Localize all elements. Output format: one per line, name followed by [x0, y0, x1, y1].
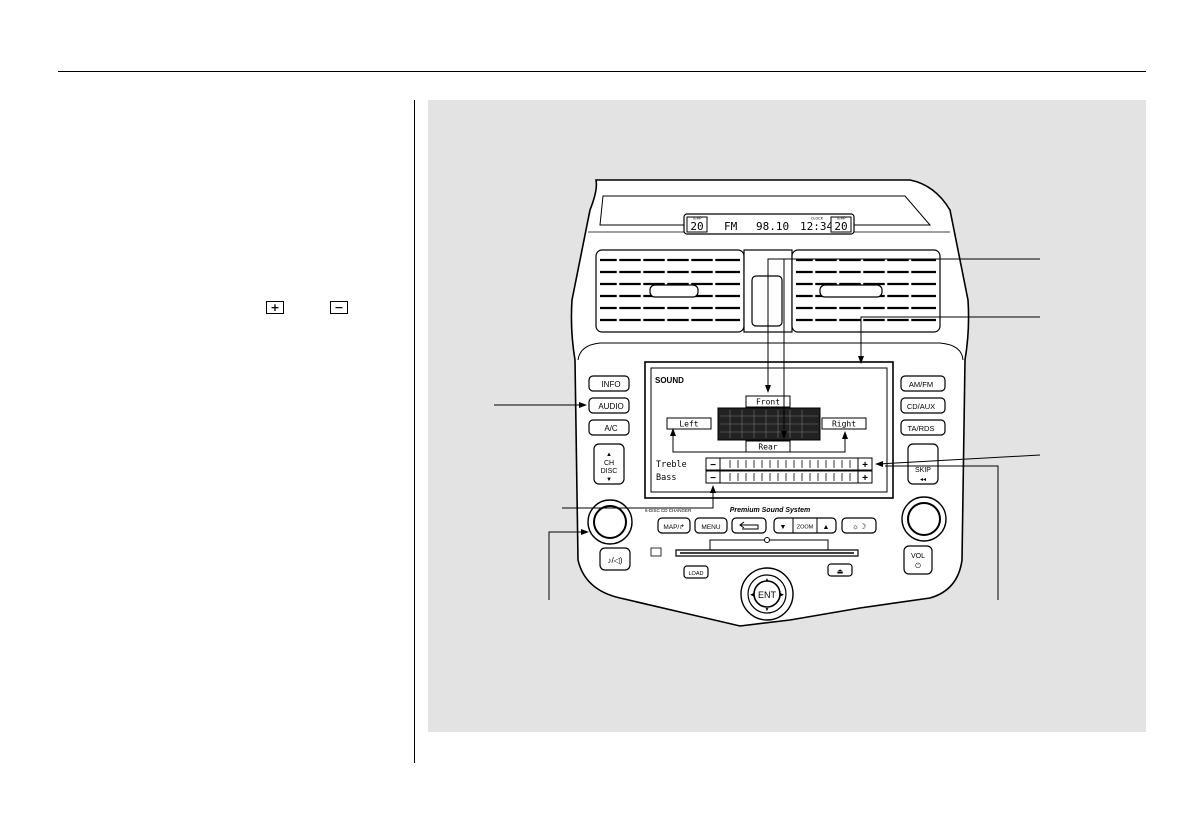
info-display: [683, 213, 855, 235]
right-temp-caption: TEMP: [836, 217, 846, 221]
callout-lines: [494, 258, 1041, 600]
plus-key-icon: +: [266, 301, 284, 314]
cdaux-button: CD/AUX: [900, 397, 946, 414]
screen-title: SOUND: [655, 376, 684, 385]
callout-arrowheads: [579, 356, 883, 535]
svg-text:AUDIO: AUDIO: [598, 402, 623, 411]
disc-indicator: [764, 537, 770, 543]
tards-button: TA/RDS: [900, 419, 946, 436]
info-button: INFO: [588, 375, 630, 392]
clock-caption: CLOCK: [811, 217, 824, 221]
face-outline: [577, 342, 964, 361]
treble-label: Treble: [656, 460, 687, 470]
treble-minus: −: [710, 460, 716, 471]
band-readout: FM: [724, 220, 738, 233]
brightness-button: ☼☽: [841, 517, 877, 534]
amfm-button: AM/FM: [900, 375, 946, 392]
svg-text:MENU: MENU: [701, 524, 720, 531]
mode-button: ♪/◁): [599, 547, 631, 571]
svg-text:INFO: INFO: [601, 380, 620, 389]
svg-text:▲: ▲: [606, 452, 612, 458]
joystick: ENT ▲ ▼ ◀ ▶: [740, 567, 794, 621]
audio-button: AUDIO: [588, 397, 630, 414]
svg-text:CH: CH: [604, 460, 614, 467]
disc-logo-icon: [650, 547, 662, 557]
frequency-readout: 98.10: [756, 220, 789, 233]
changer-label: 6-DISC CD CHANGER: [645, 508, 692, 513]
front-label: Front: [756, 398, 780, 407]
column-divider: [414, 100, 415, 763]
right-temp-value: 20: [834, 220, 847, 233]
left-temp-caption: TEMP: [692, 217, 702, 221]
right-temp-box: [830, 216, 852, 233]
svg-text:▼: ▼: [780, 524, 787, 531]
skip-button: SKIP ◂◂: [907, 443, 939, 485]
front-label-box: [745, 395, 791, 408]
menu-button: MENU: [694, 517, 728, 534]
right-vent: [791, 249, 941, 333]
svg-text:▼: ▼: [765, 607, 770, 613]
bass-minus: −: [710, 473, 716, 484]
load-button: LOAD: [683, 565, 709, 579]
treble-bar: [705, 457, 873, 471]
svg-text:LOAD: LOAD: [689, 571, 704, 577]
bass-plus: +: [862, 473, 868, 484]
svg-text:⏏: ⏏: [837, 569, 844, 576]
back-button: [731, 517, 767, 534]
svg-text:▲: ▲: [823, 524, 830, 531]
right-knob: [901, 496, 947, 542]
left-knob: [587, 499, 633, 545]
svg-text:◂◂: ◂◂: [920, 477, 926, 483]
top-rule: [58, 71, 1146, 72]
svg-text:♪/◁): ♪/◁): [607, 556, 622, 565]
bass-label: Bass: [656, 473, 676, 483]
svg-text:▲: ▲: [765, 577, 770, 583]
left-label: Left: [679, 420, 698, 429]
map-button: MAP/↱: [657, 517, 691, 534]
rear-label: Rear: [758, 443, 777, 452]
svg-text:AM/FM: AM/FM: [909, 380, 933, 389]
svg-text:▶: ▶: [780, 592, 784, 598]
zoom-buttons: ▼ ZOOM ▲: [773, 517, 837, 534]
svg-text:A/C: A/C: [604, 424, 618, 433]
svg-text:TA/RDS: TA/RDS: [908, 424, 935, 433]
right-label-box: [821, 417, 867, 430]
brand-label: Premium Sound System: [730, 507, 811, 514]
svg-text:⏻: ⏻: [915, 562, 921, 570]
svg-text:CD/AUX: CD/AUX: [907, 402, 935, 411]
clock-readout: 12:34: [800, 220, 833, 233]
ent-label: ENT: [758, 590, 777, 600]
eject-button: ⏏: [827, 563, 853, 577]
balance-grid-lines: [720, 410, 818, 438]
svg-text:VOL: VOL: [911, 553, 925, 560]
left-vent: [595, 249, 745, 333]
ch-disc-button: CH DISC ▲ ▼: [593, 443, 625, 485]
right-label: Right: [832, 420, 856, 429]
svg-text:DISC: DISC: [601, 468, 618, 475]
bass-bar: [705, 470, 873, 484]
minus-key-icon: −: [330, 301, 348, 314]
housing-top-bevel: [599, 195, 932, 226]
svg-text:MAP/↱: MAP/↱: [663, 523, 684, 531]
svg-text:SKIP: SKIP: [915, 467, 931, 474]
vol-button: VOL ⏻: [903, 545, 933, 575]
svg-text:☼☽: ☼☽: [852, 522, 867, 531]
svg-text:ZOOM: ZOOM: [797, 525, 814, 531]
ac-button: A/C: [588, 419, 630, 436]
svg-text:▼: ▼: [606, 477, 612, 483]
left-temp-value: 20: [690, 220, 703, 233]
left-label-box: [666, 417, 712, 430]
treble-plus: +: [862, 460, 868, 471]
left-temp-box: [686, 216, 708, 233]
svg-text:◀: ◀: [750, 592, 754, 598]
